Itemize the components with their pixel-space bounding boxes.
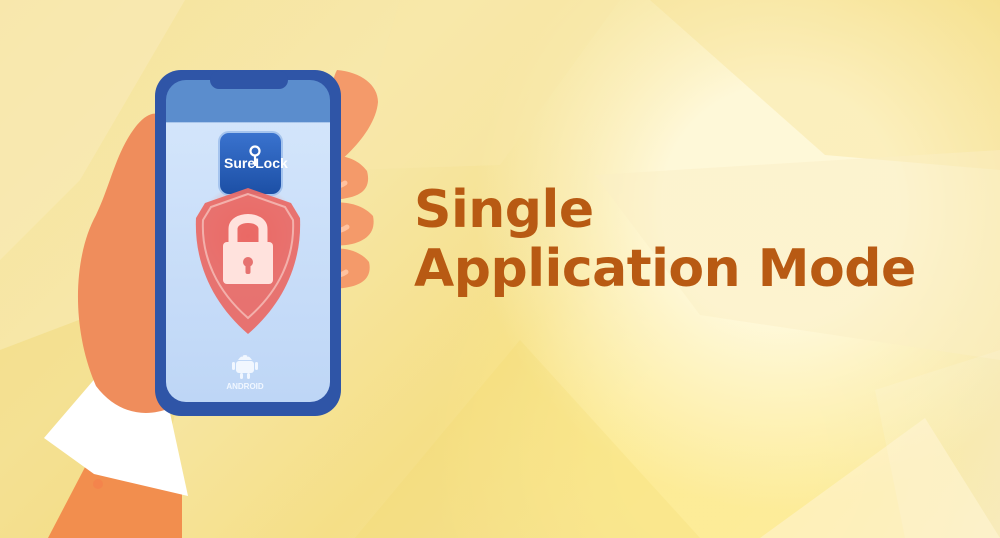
cuff-button [93, 479, 103, 489]
shirt-cuff [44, 368, 188, 496]
surelock-logo-icon: SureLock [218, 131, 288, 196]
android-label: ANDROID [226, 382, 264, 391]
background-facet [595, 150, 1000, 360]
sleeve [48, 448, 182, 538]
background-facet [0, 0, 185, 260]
phone-notch [210, 71, 288, 89]
headline-line-2: Application Mode [414, 239, 916, 300]
android-icon: ANDROID [226, 355, 264, 391]
hand-palm [77, 113, 170, 413]
background-facet [875, 350, 1000, 538]
background-facet [355, 340, 700, 538]
shield-lock-icon [195, 188, 301, 334]
background-facet [650, 0, 1000, 170]
phone-in-hand-illustration: SureLock ANDROID [44, 70, 378, 538]
background-facet [350, 0, 620, 170]
headline: Single Application Mode [414, 180, 974, 300]
background-facet [760, 418, 1000, 538]
headline-line-1: Single [414, 180, 594, 240]
